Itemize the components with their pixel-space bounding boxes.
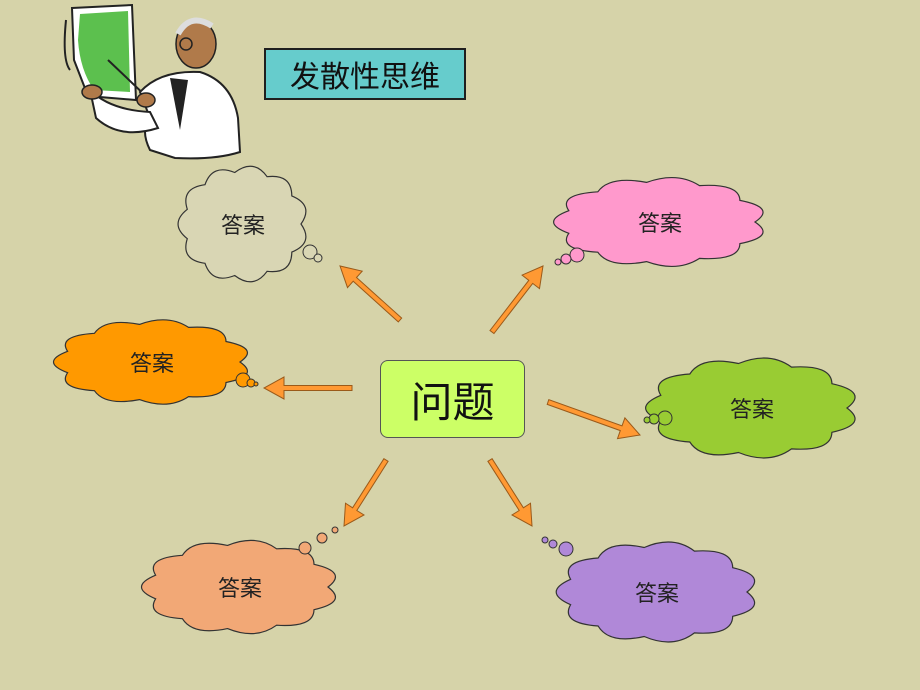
arrow-mid-left [262, 376, 353, 400]
cloud-shape [177, 165, 307, 283]
arrow-top-right [489, 265, 544, 335]
thought-bubble [560, 253, 572, 265]
thought-bubble [548, 539, 558, 549]
arrow-bottom-left [343, 458, 389, 527]
question-box: 问题 [380, 360, 525, 438]
answer-label-top-right: 答案 [637, 212, 683, 237]
cloud-shape [52, 319, 249, 405]
answer-cloud-mid-left [52, 319, 259, 405]
cloud-shape [140, 539, 337, 635]
answer-cloud-top-right [552, 177, 764, 267]
arrow-mid-right [546, 398, 641, 440]
answer-cloud-bottom-left [140, 526, 339, 635]
answer-cloud-bottom-right [541, 536, 756, 643]
thought-bubble [302, 244, 318, 260]
cloud-shape [552, 177, 764, 267]
title-box: 发散性思维 [264, 48, 466, 100]
thought-bubble [558, 541, 574, 557]
thought-bubble [554, 258, 562, 266]
answer-label-bottom-right: 答案 [634, 582, 680, 607]
answer-label-top-left: 答案 [220, 214, 266, 239]
thought-bubble [541, 536, 549, 544]
arrow-bottom-right [487, 458, 533, 527]
answer-label-bottom-left: 答案 [217, 577, 263, 602]
thought-bubble [298, 541, 312, 555]
cloud-shape [555, 541, 756, 643]
thought-bubble [316, 532, 328, 544]
answer-cloud-mid-right [643, 357, 856, 459]
thought-bubble [657, 410, 673, 426]
presenter-icon [63, 3, 242, 160]
answer-label-mid-right: 答案 [729, 398, 775, 423]
thought-bubble [569, 247, 585, 263]
answer-label-mid-left: 答案 [129, 352, 175, 377]
thought-bubble [331, 526, 339, 534]
arrow-top-left [339, 265, 403, 323]
answer-cloud-top-left [177, 165, 323, 283]
thought-bubble [253, 381, 259, 387]
thought-bubble [643, 416, 651, 424]
thought-bubble [648, 413, 660, 425]
cloud-shape [645, 357, 856, 459]
thought-bubble [313, 253, 323, 263]
